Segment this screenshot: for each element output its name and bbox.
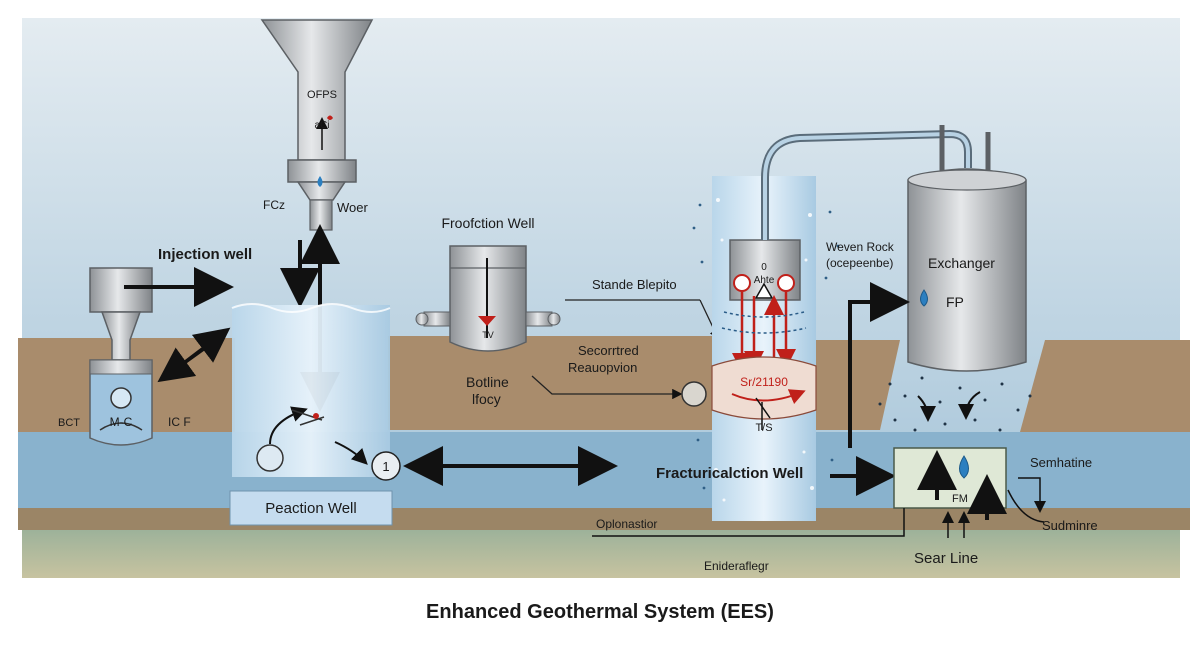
peaction-well-box bbox=[229, 490, 393, 526]
label-zero: 0 bbox=[761, 262, 767, 273]
label-aci: aCi bbox=[314, 120, 329, 131]
label-mc: M-C bbox=[110, 415, 133, 429]
label-standle: Stande Blepito bbox=[592, 277, 677, 292]
label-sear-line: Sear Line bbox=[914, 550, 978, 567]
separator-drop-icon bbox=[959, 455, 969, 479]
label-fracturical-well: Fracturicalction Well bbox=[656, 465, 803, 482]
funnel-stem bbox=[309, 199, 333, 231]
label-fm: FM bbox=[952, 493, 968, 505]
wellhead-gauge-left bbox=[733, 274, 751, 292]
water-drop-icon bbox=[317, 176, 323, 187]
label-eniderafieqr: Enideraflegr bbox=[704, 559, 769, 573]
label-tv: TV bbox=[482, 330, 494, 340]
red-valve-icon bbox=[327, 115, 333, 120]
wellhead-gauge-right bbox=[777, 274, 795, 292]
separator-box bbox=[893, 447, 1007, 509]
label-sudminre: Sudminre bbox=[1042, 518, 1098, 533]
label-semhatine: Semhatine bbox=[1030, 455, 1092, 470]
sensor-ball-right bbox=[681, 381, 707, 407]
aquifer-band bbox=[18, 432, 1190, 508]
label-icf: IC F bbox=[168, 415, 191, 429]
label-injection-well: Injection well bbox=[158, 246, 252, 263]
exchanger-inflow-arrow bbox=[848, 282, 910, 448]
injection-sensor bbox=[110, 387, 132, 409]
separator-return-line bbox=[592, 508, 905, 537]
label-ofps: OFPS bbox=[307, 89, 337, 101]
label-reauopvion: Reauopvion bbox=[568, 360, 637, 375]
label-ts: T/S bbox=[755, 422, 772, 434]
marker-circle-1 bbox=[371, 451, 401, 481]
label-woer: Woer bbox=[337, 200, 368, 215]
label-oplonastior: Oplonastior bbox=[596, 517, 657, 531]
label-ocepeenbe: (ocepeenbe) bbox=[826, 256, 893, 270]
tank-valve-icon bbox=[478, 316, 496, 326]
label-botline: Botline bbox=[466, 374, 509, 390]
label-froofction-well: Froofction Well bbox=[441, 215, 534, 231]
label-exchanger: Exchanger bbox=[928, 255, 995, 271]
ground-base bbox=[22, 530, 1180, 578]
marker-1-label: 1 bbox=[382, 459, 389, 474]
label-weven-rock: Weven Rock bbox=[826, 240, 895, 254]
label-ahte: Ahte bbox=[754, 275, 775, 286]
diagram-title: Enhanced Geothermal System (EES) bbox=[426, 601, 774, 623]
label-sr: Sr/21190 bbox=[740, 375, 788, 389]
exchanger-drop-icon bbox=[920, 289, 928, 307]
label-secorrtred: Secorrtred bbox=[578, 343, 639, 358]
sensor-ball-left bbox=[256, 444, 284, 472]
funnel-collar bbox=[287, 159, 357, 183]
earth-layer-middle bbox=[388, 336, 720, 430]
label-peaction-well: Peaction Well bbox=[265, 500, 356, 517]
injection-pump-top bbox=[89, 267, 153, 313]
label-bct: BCT bbox=[58, 417, 80, 429]
label-fcz: FCz bbox=[263, 198, 285, 212]
label-fp: FP bbox=[946, 294, 964, 310]
earth-layer-right-a bbox=[815, 340, 900, 430]
fracture-water-column bbox=[232, 305, 390, 477]
injection-diag-arrow-down bbox=[157, 346, 207, 383]
label-ifocy: lfocy bbox=[472, 391, 501, 407]
funnel-neck bbox=[296, 181, 347, 201]
earth-layer-right-b bbox=[1020, 340, 1190, 432]
